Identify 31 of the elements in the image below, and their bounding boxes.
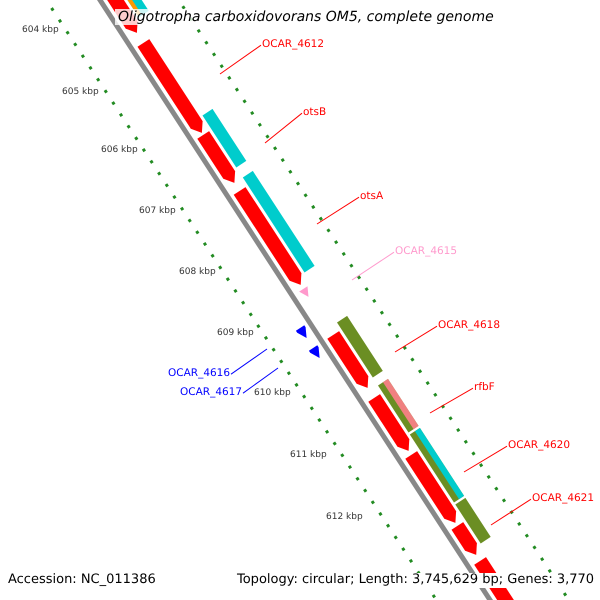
- scale-label: 604 kbp: [22, 25, 59, 36]
- leader-line: [394, 326, 438, 352]
- scale-label: 605 kbp: [62, 87, 99, 98]
- leader-line: [464, 446, 508, 472]
- leader-line: [230, 348, 268, 375]
- gene-label: OCAR_4617: [180, 386, 242, 398]
- scale-label: 611 kbp: [290, 450, 327, 460]
- gene-label: OCAR_4616: [168, 367, 230, 380]
- scale-label: 607 kbp: [139, 206, 176, 216]
- gene-label: OCAR_4620: [508, 439, 570, 452]
- scale-label: 608 kbp: [179, 267, 216, 278]
- gene-label: otsB: [303, 106, 326, 118]
- leader-line: [316, 196, 360, 224]
- leader-line: [264, 112, 302, 144]
- scale-label: 610 kbp: [254, 388, 291, 398]
- leader-line: [352, 252, 394, 280]
- leader-line: [490, 498, 532, 526]
- gene-label: OCAR_4612: [262, 38, 324, 50]
- gene-label: rfbF: [474, 381, 495, 394]
- leader-line: [430, 388, 474, 414]
- gene-label: OCAR_4618: [438, 319, 500, 332]
- scale-label: 609 kbp: [217, 328, 254, 338]
- gene-label: otsA: [360, 190, 384, 202]
- scale-label: 606 kbp: [101, 145, 138, 156]
- gene-label: OCAR_4615: [395, 245, 458, 258]
- gene-label: OCAR_4621: [532, 492, 594, 504]
- genome-summary-text: Topology: circular; Length: 3,745,629 bp; Genes: 3,770: [235, 573, 596, 588]
- leader-line: [220, 44, 262, 74]
- scale-label: 612 kbp: [326, 512, 363, 522]
- accession-text: Accession: NC_011386: [8, 573, 156, 588]
- leader-line: [242, 368, 278, 394]
